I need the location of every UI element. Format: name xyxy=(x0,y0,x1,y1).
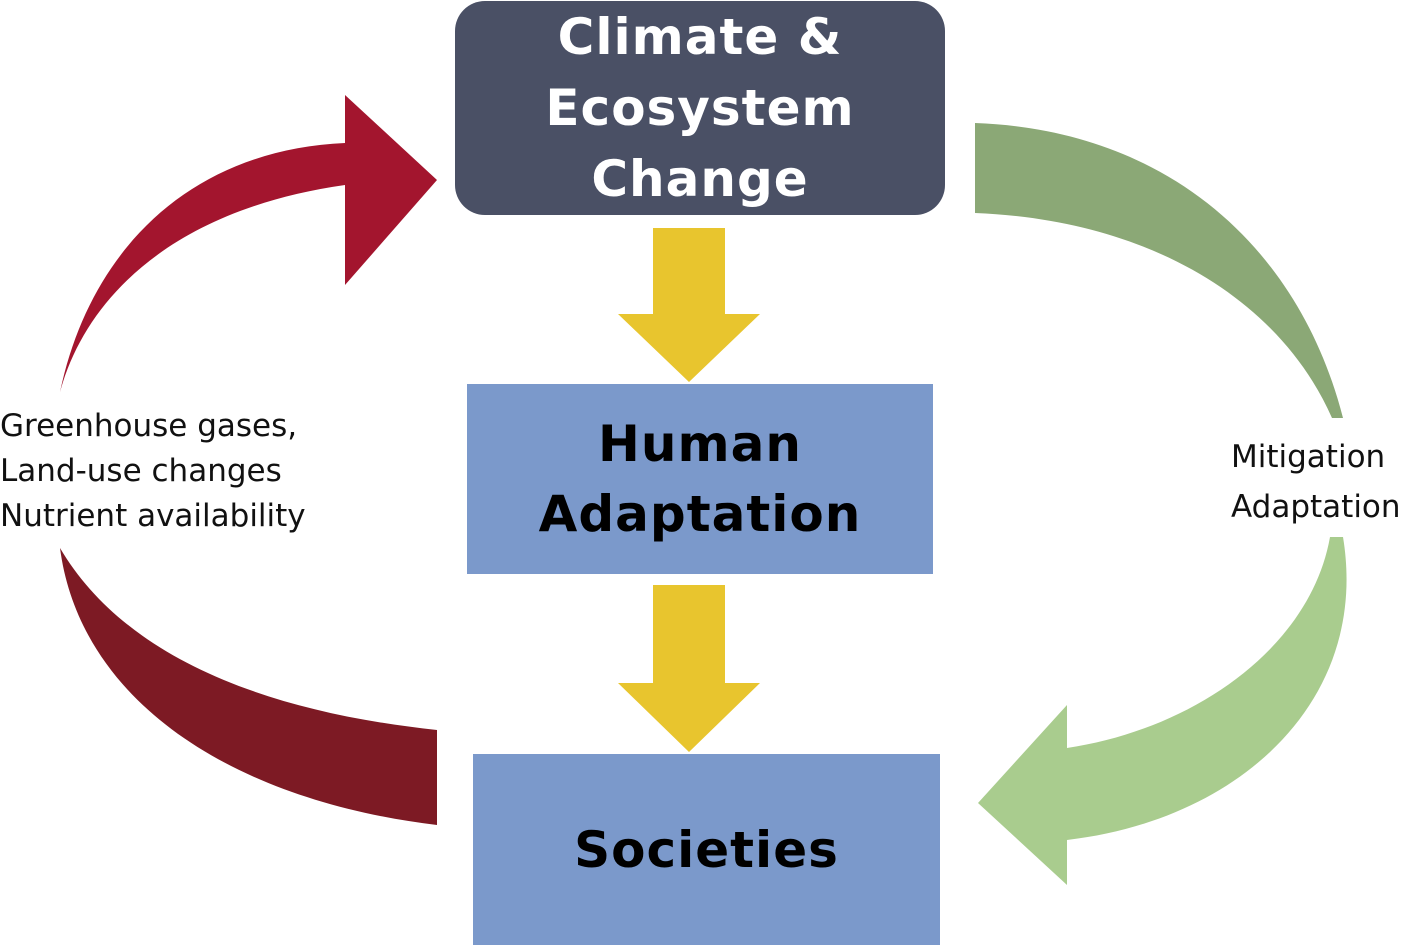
right-annotation-line-1: Mitigation xyxy=(1231,439,1386,475)
left-annotation-line-2: Land-use changes xyxy=(0,453,282,489)
climate-ecosystem-change-box: Climate & Ecosystem Change xyxy=(455,1,945,215)
climate-line-2: Ecosystem xyxy=(545,78,855,137)
right-responses-annotation: Mitigation Adaptation xyxy=(1231,432,1401,532)
left-drivers-annotation: Greenhouse gases, Land-use changes Nutri… xyxy=(0,404,306,539)
yellow-arrow-climate-to-human xyxy=(618,228,760,382)
societies-line-1: Societies xyxy=(574,820,839,879)
climate-line-3: Change xyxy=(591,149,809,208)
climate-line-1: Climate & xyxy=(557,7,843,66)
human-adaptation-line-1: Human xyxy=(598,415,802,473)
green-arrow-lower xyxy=(978,537,1347,885)
green-arrow-upper xyxy=(975,123,1343,418)
climate-box-label: Climate & Ecosystem Change xyxy=(545,2,854,215)
left-annotation-line-3: Nutrient availability xyxy=(0,498,306,534)
human-adaptation-line-2: Adaptation xyxy=(538,485,862,543)
yellow-arrow-human-to-societies xyxy=(618,585,760,752)
left-annotation-line-1: Greenhouse gases, xyxy=(0,408,298,444)
right-annotation-line-2: Adaptation xyxy=(1231,489,1401,525)
red-arrow-upper xyxy=(60,95,437,392)
human-adaptation-box: Human Adaptation xyxy=(467,384,933,574)
societies-label: Societies xyxy=(574,815,839,885)
red-arrow-lower xyxy=(60,548,437,825)
societies-box: Societies xyxy=(473,754,940,945)
human-adaptation-label: Human Adaptation xyxy=(539,409,862,549)
